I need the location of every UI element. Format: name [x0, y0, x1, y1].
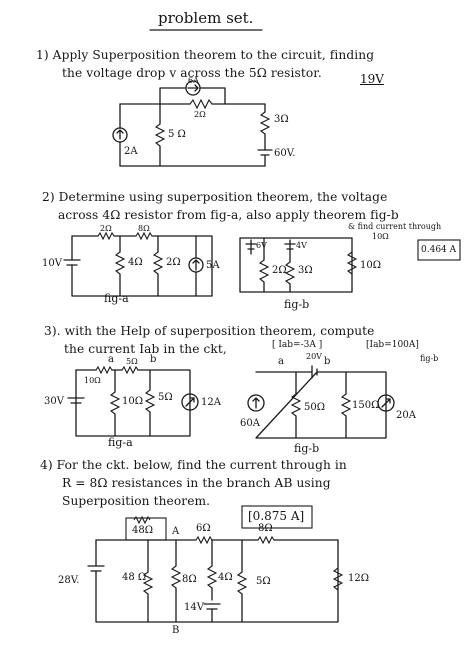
- q3a-node-b: b: [150, 354, 157, 365]
- q4-line-2: R = 8Ω resistances in the branch AB usin…: [62, 476, 331, 490]
- q3-answer-b-note: fig-b: [420, 354, 439, 363]
- q2-line-2: across 4Ω resistor from fig-a, also appl…: [58, 208, 399, 222]
- q1-r-top-label: 2Ω: [194, 110, 206, 119]
- q2-fig-b: [239, 237, 358, 293]
- q2-fig-a: [63, 231, 213, 297]
- q2a-v-label: 10V: [42, 258, 62, 269]
- q3a-r3-label: 5Ω: [158, 392, 173, 403]
- q4-r8a-label: 8Ω: [258, 523, 273, 534]
- q2b-caption: fig-b: [284, 298, 310, 311]
- q1-r-right-label: 3Ω: [274, 114, 289, 125]
- q3b-i2-label: 20A: [396, 410, 416, 421]
- q3a-caption: fig-a: [108, 436, 133, 449]
- page-title: problem set.: [158, 9, 254, 27]
- q2b-r2-label: 3Ω: [298, 265, 313, 276]
- q1-r-mid-label: 5 Ω: [168, 129, 186, 140]
- q3a-i-label: 12A: [201, 397, 221, 408]
- q4-v14-label: 14V: [184, 602, 204, 613]
- q3b-caption: fig-b: [294, 442, 320, 455]
- q2a-r2-label: 8Ω: [138, 224, 150, 233]
- q1-src-left-label: 2A: [124, 146, 138, 157]
- q2a-caption: fig-a: [104, 292, 129, 305]
- q4-circuit: [87, 515, 344, 623]
- q4-answer: [0.875 A]: [248, 509, 305, 523]
- q3-answer-b: [Iab=100A]: [366, 340, 419, 350]
- q1-v-right-label: 60V.: [274, 148, 296, 159]
- q2b-v1-label: 6V: [256, 241, 267, 250]
- q4-r4-label: 4Ω: [218, 572, 233, 583]
- q3b-r2-label: 150Ω: [352, 400, 380, 411]
- q4-r8b-label: 8Ω: [182, 574, 197, 585]
- q3b-i1-label: 60A: [240, 418, 260, 429]
- q3a-v-label: 30V: [44, 396, 64, 407]
- q2-line-3: & find current through: [348, 222, 442, 231]
- q4-r48-label: 48 Ω: [122, 572, 147, 583]
- q3b-r1-label: 50Ω: [304, 402, 326, 413]
- q2b-r1-label: 2Ω: [272, 265, 287, 276]
- q2b-v2-label: 4V: [296, 241, 307, 250]
- q4-node-a: A: [172, 526, 180, 537]
- q3-line-1: 3). with the Help of superposition theor…: [44, 324, 375, 338]
- q3-fig-b: [247, 365, 395, 439]
- q3b-v-label: 20V: [306, 352, 322, 361]
- q1-line-2: the voltage drop v across the 5Ω resisto…: [62, 66, 322, 80]
- q4-r6-label: 6Ω: [196, 523, 211, 534]
- q2-line-1: 2) Determine using superposition theorem…: [42, 190, 388, 204]
- q1-src-top-label: 6A: [188, 76, 199, 85]
- q4-r-top-label: 48Ω: [132, 525, 154, 536]
- q3-fig-a: [67, 365, 199, 437]
- q1-answer: 19V: [360, 72, 384, 86]
- q4-v28-label: 28V.: [58, 575, 80, 586]
- q2a-r4-label: 2Ω: [166, 257, 181, 268]
- q3-answer-a: [ Iab=-3A ]: [272, 340, 323, 350]
- q3-line-2: the current Iab in the ckt,: [64, 342, 227, 356]
- q3a-node-a: a: [108, 354, 114, 365]
- q1-line-1: 1) Apply Superposition theorem to the ci…: [36, 48, 375, 62]
- q2-answer: 0.464 A: [421, 245, 457, 255]
- q2a-r1-label: 2Ω: [100, 224, 112, 233]
- q2a-i-label: 5A: [206, 260, 220, 271]
- q4-answer-box: [241, 505, 313, 529]
- q4-r5-label: 5Ω: [256, 576, 271, 587]
- q3a-r1-label: 5Ω: [126, 357, 138, 366]
- q2b-r3-label: 10Ω: [360, 260, 382, 271]
- q3a-r-left-label: 10Ω: [84, 376, 101, 385]
- q2a-r3-label: 4Ω: [128, 257, 143, 268]
- q3a-r2-label: 10Ω: [122, 396, 144, 407]
- q2-answer-box: [417, 239, 461, 261]
- q1-circuit: [112, 80, 273, 167]
- q4-line-1: 4) For the ckt. below, find the current …: [40, 458, 347, 472]
- q2-line-4: 10Ω: [372, 232, 389, 241]
- q4-line-3: Superposition theorem.: [62, 494, 211, 508]
- q3b-node-a: a: [278, 356, 284, 367]
- q3b-node-b: b: [324, 356, 331, 367]
- q4-r12-label: 12Ω: [348, 573, 370, 584]
- q4-node-b: B: [172, 625, 180, 636]
